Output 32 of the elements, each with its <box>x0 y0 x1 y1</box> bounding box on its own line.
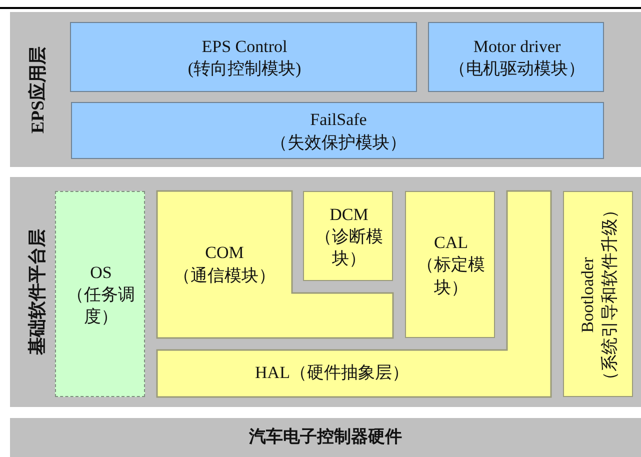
module-name: Bootloader <box>576 257 598 333</box>
module-name: COM <box>205 242 244 264</box>
module-name: FailSafe <box>310 109 367 132</box>
module-name: HAL（硬件抽象层） <box>255 362 409 384</box>
dcm-box <box>303 191 393 281</box>
layer-label: 基础软件平台层 <box>26 229 48 355</box>
module-box <box>428 22 604 92</box>
module-name: Motor driver <box>473 36 561 58</box>
module-box <box>70 22 417 92</box>
module-name: OS <box>90 262 112 284</box>
module-name: EPS Control <box>202 36 288 58</box>
layer-band <box>10 177 641 407</box>
module-description: (转向控制模块) <box>188 58 302 80</box>
module-description: （通信模块） <box>174 264 276 286</box>
layer-label: EPS应用层 <box>26 46 48 134</box>
bootloader-box <box>563 191 633 397</box>
module-description: （标定模块） <box>416 254 486 299</box>
hal-block <box>157 191 551 397</box>
module-name: CAL <box>434 232 468 254</box>
module-description: （任务调度） <box>66 284 136 328</box>
cal-box <box>405 191 495 338</box>
module-description: （电机驱动模块） <box>449 58 585 80</box>
module-description: （诊断模块） <box>314 226 384 270</box>
layer-band <box>10 12 641 167</box>
module-description: （失效保护模块） <box>270 132 406 154</box>
module-box <box>71 102 604 159</box>
os-box <box>55 191 145 397</box>
module-description: （系统引导和软件升级） <box>599 202 620 388</box>
hardware-layer-band <box>10 418 641 457</box>
module-name: DCM <box>330 204 368 226</box>
com-block <box>157 191 393 338</box>
layer-label: 汽车电子控制器硬件 <box>249 426 402 448</box>
